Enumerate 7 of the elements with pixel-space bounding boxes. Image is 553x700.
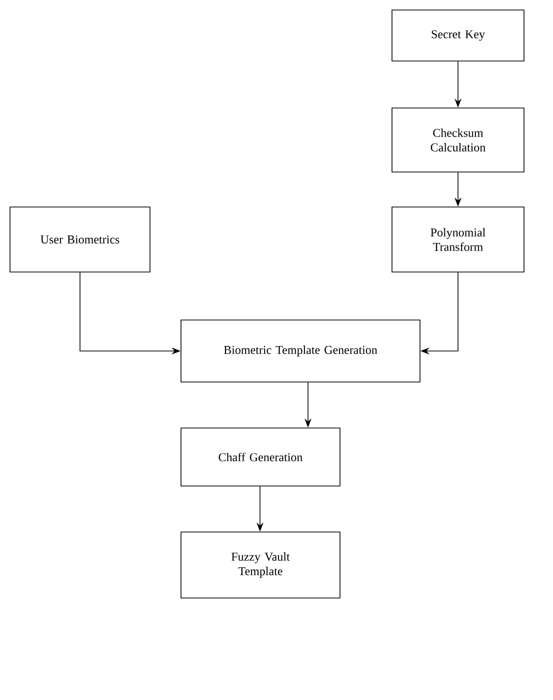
process-box: Biometric Template Generation [180, 320, 420, 382]
process-box: Polynomial Transform [392, 206, 524, 272]
process-box: User Biometrics [10, 206, 150, 272]
process-box: Chaff Generation [180, 428, 340, 486]
process-box: Secret Key [392, 10, 524, 62]
process-box: Fuzzy Vault Template [180, 532, 340, 598]
process-box: Checksum Calculation [392, 108, 524, 172]
